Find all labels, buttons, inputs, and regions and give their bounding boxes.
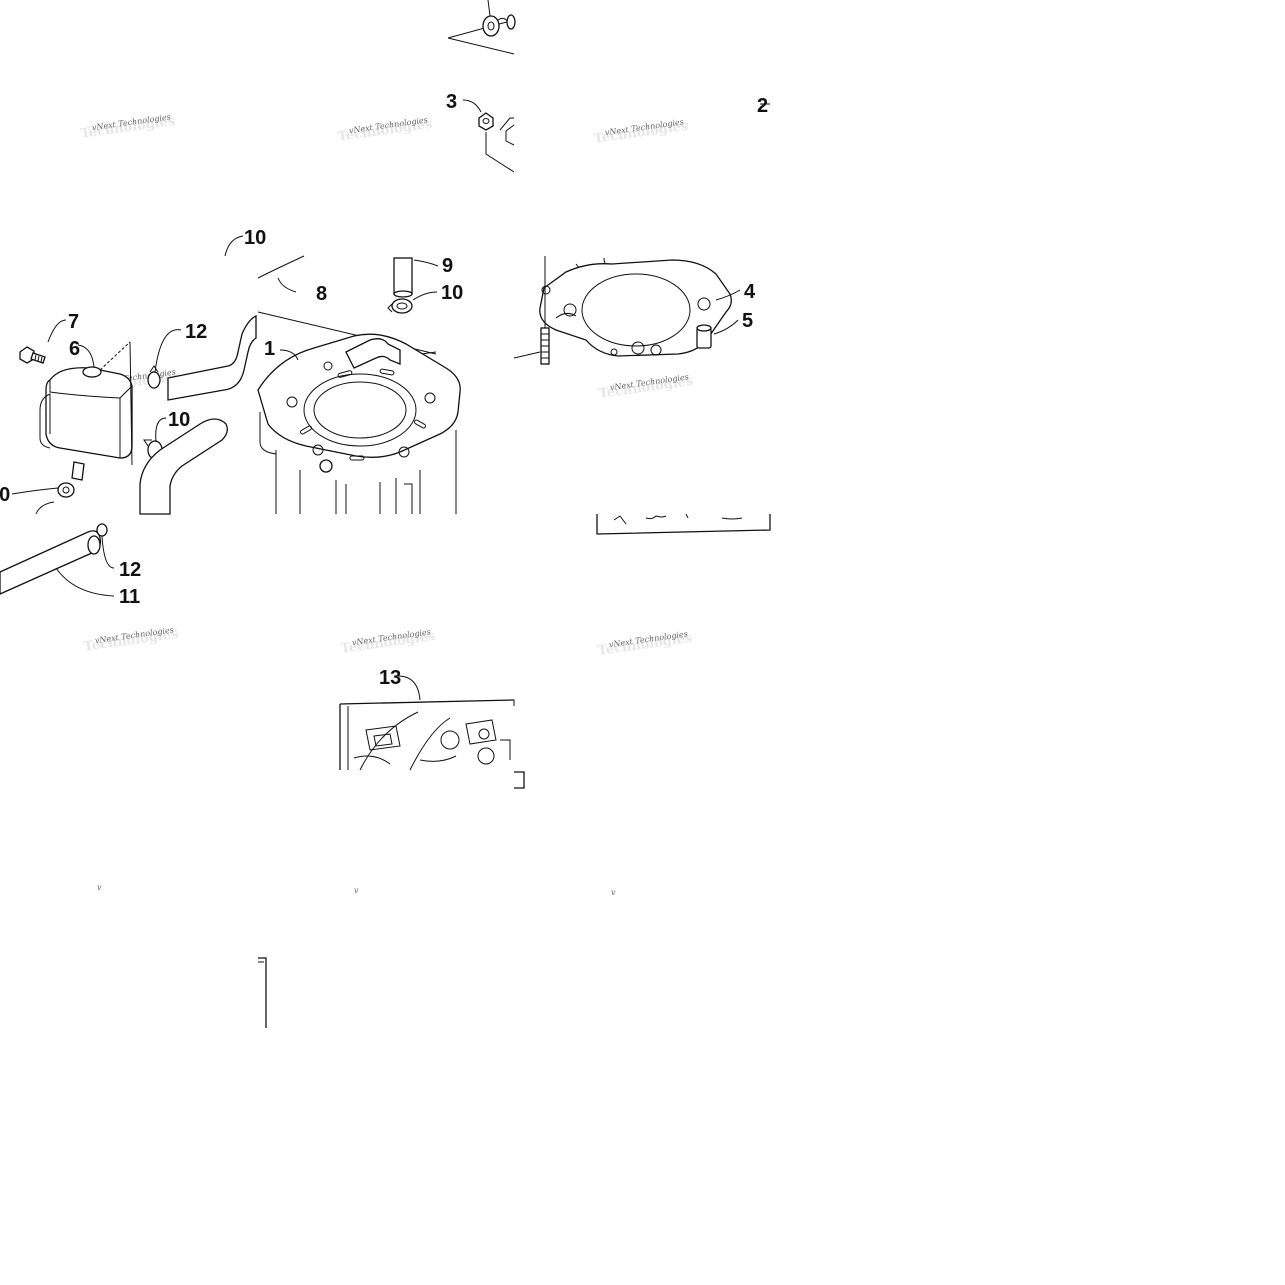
head-gasket xyxy=(513,103,771,535)
nut-icon xyxy=(478,112,494,131)
clamp-icon xyxy=(482,0,516,37)
callout-10-center: 10 xyxy=(441,282,463,304)
callout-1: 1 xyxy=(264,338,275,360)
frame-fragment xyxy=(258,957,267,1028)
stud-icon xyxy=(540,327,550,365)
callout-7: 7 xyxy=(68,311,79,333)
clamp-icon xyxy=(387,298,413,314)
callout-11: 11 xyxy=(119,586,140,608)
callout-4: 4 xyxy=(744,281,756,303)
callout-8: 8 xyxy=(316,283,327,305)
callout-5: 5 xyxy=(742,310,753,332)
callout-12-bottom: 12 xyxy=(119,559,141,581)
gasket-kit xyxy=(339,675,525,789)
callout-13: 13 xyxy=(379,667,401,689)
svg-text:v: v xyxy=(354,886,359,895)
callout-9: 9 xyxy=(442,255,453,277)
hose-fragments xyxy=(11,235,257,515)
callout-10-left: 10 xyxy=(168,409,190,431)
callout-10-top: 10 xyxy=(244,227,266,249)
dowel-icon xyxy=(696,324,712,349)
hose-11 xyxy=(0,523,115,597)
upper-fragment xyxy=(447,0,516,173)
callout-2: 2 xyxy=(757,95,768,117)
callout-12-top: 12 xyxy=(185,321,207,343)
callout-6: 6 xyxy=(69,338,80,360)
svg-text:v: v xyxy=(97,883,102,892)
callout-labels: 1 2 3 4 5 6 7 8 9 10 10 10 10 11 12 12 1… xyxy=(0,91,768,689)
callout-10-bottom: 10 xyxy=(0,484,10,506)
screw-icon xyxy=(19,346,46,364)
watermark-group: Technologies vNext Technologies Technolo… xyxy=(80,112,694,897)
cylinder-assembly xyxy=(257,255,461,514)
svg-text:v: v xyxy=(611,888,616,897)
callout-3: 3 xyxy=(446,91,457,113)
pipe-icon xyxy=(393,257,413,298)
clamp-icon xyxy=(147,365,161,389)
clamp-icon xyxy=(57,482,75,498)
coolant-reservoir xyxy=(19,319,133,481)
